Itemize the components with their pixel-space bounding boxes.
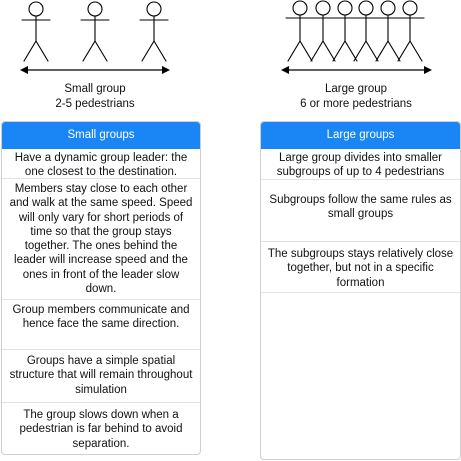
small-rule-item: The group slows down when a pedestrian i… (19, 409, 183, 450)
large-pedestrian-icon (285, 0, 315, 62)
large-pedestrian-icon (351, 0, 381, 62)
small-pedestrian-icon (80, 1, 110, 62)
small-groups-header: Small groups (2, 122, 200, 149)
figures-canvas (20, 0, 432, 74)
small-rule-item: Have a dynamic group leader: the one clo… (2, 149, 200, 179)
arrow-right-head-icon (424, 66, 432, 74)
large-rule-item: The subgroups stays relatively close tog… (261, 242, 460, 293)
small-rule-item: Members stay close to each other and wal… (2, 179, 200, 300)
pedestrian-figures (0, 0, 461, 115)
large-pedestrian-icon (395, 0, 425, 62)
small-rule-item: Groups have a simple spatial structure t… (2, 350, 200, 403)
small-caption-title: Small group (64, 83, 126, 95)
large-caption-count: 6 or more pedestrians (300, 98, 412, 110)
arrow-right-head-icon (162, 66, 170, 74)
arrow-left-head-icon (20, 66, 28, 74)
large-pedestrian-icon (330, 0, 360, 62)
arrow-left-head-icon (281, 66, 289, 74)
large-caption-title: Large group (324, 83, 388, 95)
large-pedestrian-icon (373, 0, 403, 62)
large-groups-card: Large groups Large group divides into sm… (260, 121, 461, 460)
small-pedestrian-icon (139, 1, 169, 62)
large-rule-item: Large group divides into smaller subgrou… (261, 149, 460, 180)
large-groups-header: Large groups (261, 122, 460, 149)
large-rule-item: Subgroups follow the same rules as small… (261, 180, 460, 242)
small-pedestrian-icon (21, 1, 51, 62)
small-rule-item: Group members communicate and hence face… (2, 300, 200, 350)
small-caption-count: 2-5 pedestrians (55, 98, 135, 110)
large-pedestrian-icon (308, 0, 338, 62)
small-groups-card: Small groups Have a dynamic group leader… (1, 121, 201, 455)
